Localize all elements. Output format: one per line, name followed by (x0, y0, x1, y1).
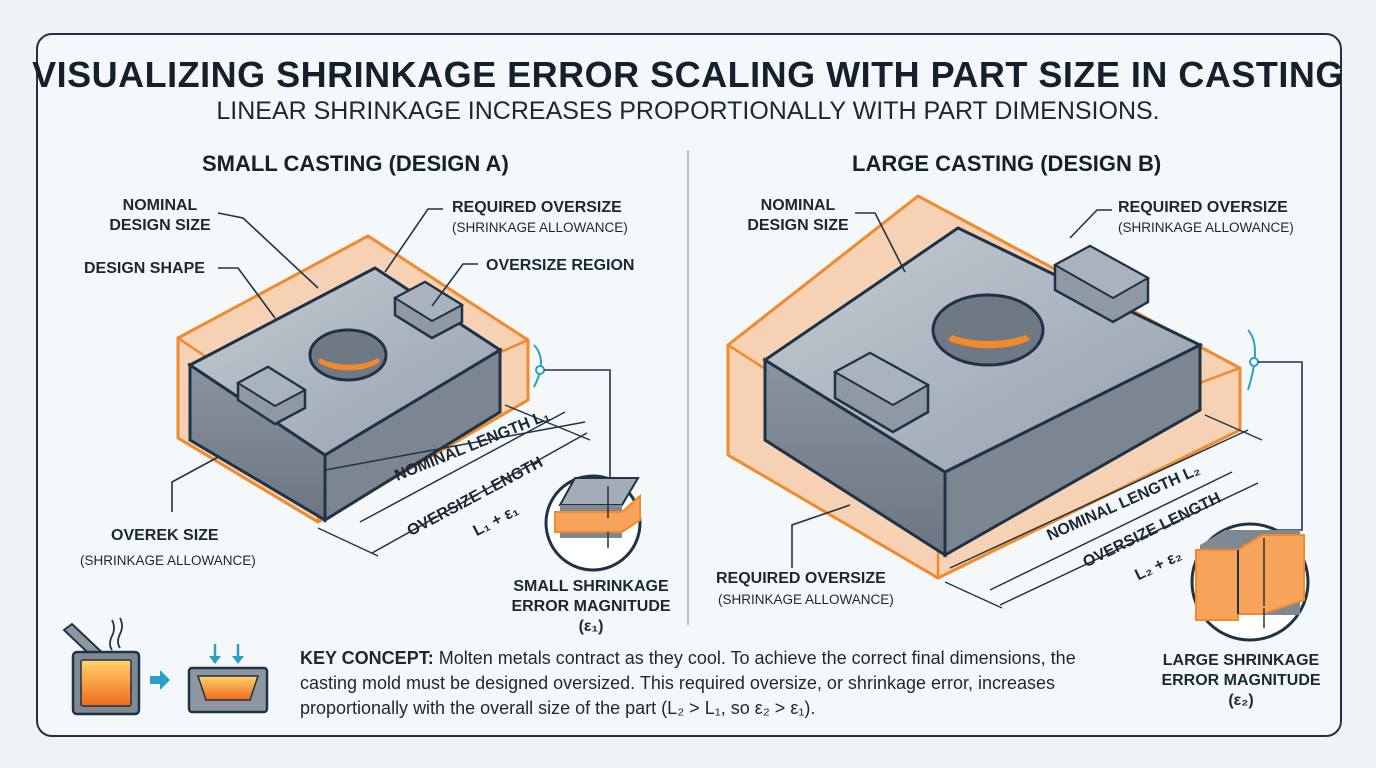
left-design-shape-label: DESIGN SHAPE (84, 260, 205, 277)
left-required-oversize-sub: (SHRINKAGE ALLOWANCE) (452, 220, 628, 235)
large-block-hole (931, 293, 1045, 367)
left-section-heading: SMALL CASTING (DESIGN A) (202, 151, 509, 176)
key-concept-label: KEY CONCEPT: (300, 648, 434, 668)
key-concept-text: Molten metals contract as they cool. To … (300, 648, 1076, 718)
right-required-oversize-bottom-label: REQUIRED OVERSIZE (716, 570, 886, 587)
small-block-hole (308, 328, 388, 382)
right-nominal-design-size-label: NOMINAL DESIGN SIZE (747, 197, 849, 234)
down-arrow-icon (232, 656, 244, 664)
right-error-magnitude-label: LARGE SHRINKAGE ERROR MAGNITUDE (ε₂) (1161, 652, 1321, 709)
left-required-oversize-label: REQUIRED OVERSIZE (452, 199, 622, 216)
casting-process-icons (62, 617, 269, 716)
arrow-icon (150, 670, 170, 690)
left-overek-size-label: OVEREK SIZE (111, 527, 219, 544)
large-casting (726, 194, 1310, 642)
right-required-oversize-top-sub: (SHRINKAGE ALLOWANCE) (1118, 220, 1294, 235)
left-nominal-design-size-label: NOMINAL DESIGN SIZE (109, 197, 211, 234)
right-section-heading: LARGE CASTING (DESIGN B) (852, 151, 1162, 176)
right-required-oversize-bottom-sub: (SHRINKAGE ALLOWANCE) (718, 592, 894, 607)
page-subtitle: LINEAR SHRINKAGE INCREASES PROPORTIONALL… (216, 97, 1160, 125)
small-casting (171, 208, 642, 572)
left-overek-size-sub: (SHRINKAGE ALLOWANCE) (80, 553, 256, 568)
down-arrow-icon (209, 656, 221, 664)
key-concept: KEY CONCEPT: Molten metals contract as t… (300, 646, 1130, 721)
page-title: VISUALIZING SHRINKAGE ERROR SCALING WITH… (32, 54, 1344, 95)
right-required-oversize-top-label: REQUIRED OVERSIZE (1118, 199, 1288, 216)
left-oversize-region-label: OVERSIZE REGION (486, 257, 635, 274)
left-error-magnitude-label: SMALL SHRINKAGE ERROR MAGNITUDE (ε₁) (511, 578, 671, 635)
